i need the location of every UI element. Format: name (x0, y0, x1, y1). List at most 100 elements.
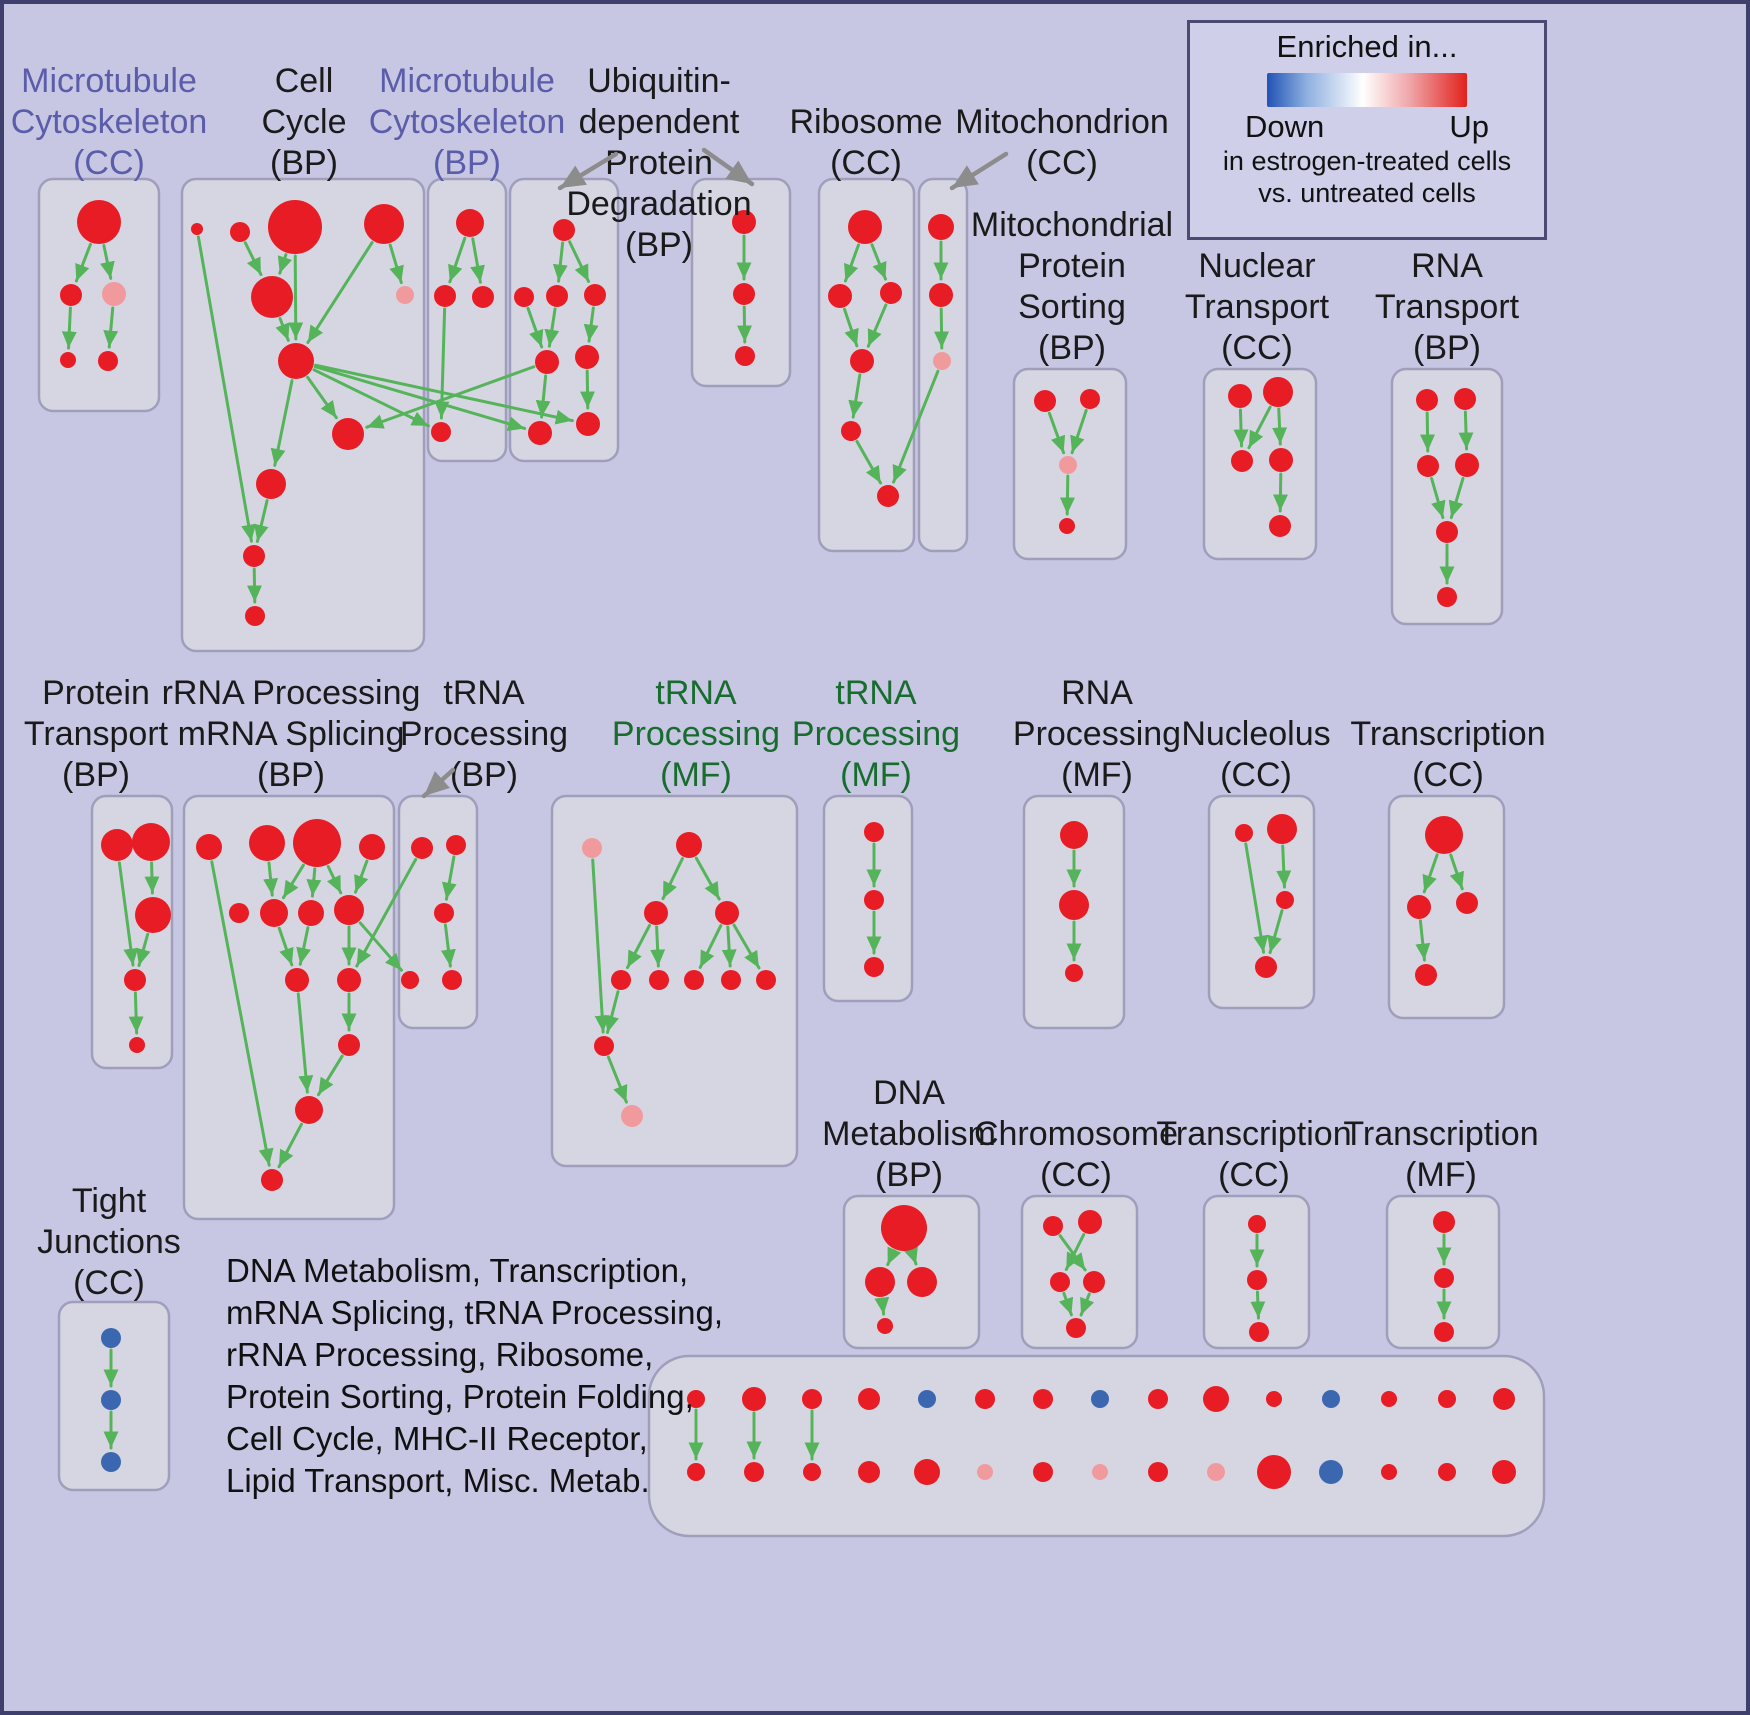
relation-arrow (1244, 842, 1269, 954)
go-term-node (1407, 895, 1431, 919)
relation-arrow (544, 307, 560, 348)
go-term-node (243, 545, 265, 567)
relation-arrow (855, 439, 883, 485)
relation-arrow (440, 923, 456, 968)
go-term-node (1255, 956, 1277, 978)
go-term-node (1059, 518, 1075, 534)
relation-arrow (61, 306, 77, 350)
go-term-node (101, 1390, 121, 1410)
go-term-node (285, 968, 309, 992)
mitochondrion-cc-label: Mitochondrion(CC) (955, 103, 1169, 182)
relation-arrow (281, 863, 305, 900)
go-term-node (535, 350, 559, 374)
go-term-node (1436, 521, 1458, 543)
go-term-node (1059, 456, 1077, 474)
go-term-node (803, 1463, 821, 1481)
go-term-node (715, 901, 739, 925)
edges-layer (61, 234, 1474, 1461)
misc-line: Protein Sorting, Protein Folding, (226, 1378, 694, 1415)
go-term-node (411, 837, 433, 859)
relation-arrow (1079, 1292, 1095, 1317)
relation-arrow (1272, 407, 1288, 446)
go-term-node (732, 210, 756, 234)
nucleolus-cc-box (1207, 794, 1316, 1010)
go-term-node (1249, 1322, 1269, 1342)
go-term-node (1078, 1210, 1102, 1234)
misc-line: mRNA Splicing, tRNA Processing, (226, 1294, 724, 1331)
go-term-node (553, 219, 575, 241)
legend-subtitle-line1: in estrogen-treated cells (1222, 146, 1512, 176)
go-term-node (928, 214, 954, 240)
go-term-node (1454, 388, 1476, 410)
relation-arrow (313, 365, 527, 431)
go-term-node (1425, 816, 1463, 854)
relation-arrow (210, 860, 274, 1167)
relation-arrow (552, 241, 568, 283)
go-term-node (1263, 377, 1293, 407)
go-term-node (1437, 587, 1457, 607)
legend-box: Enriched in... Down Up in estrogen-treat… (1187, 20, 1547, 240)
go-term-node (684, 970, 704, 990)
relation-arrow (698, 924, 723, 969)
relation-arrow (243, 241, 263, 277)
go-term-node (828, 284, 852, 308)
relation-arrow (246, 567, 262, 604)
go-term-node (1148, 1389, 1168, 1409)
go-term-node (841, 421, 861, 441)
go-term-node (744, 1462, 764, 1482)
go-term-node (431, 422, 451, 442)
relation-arrow (253, 499, 269, 543)
go-term-node (1381, 1464, 1397, 1480)
go-term-node (975, 1389, 995, 1409)
go-term-node (576, 412, 600, 436)
go-term-node (914, 1459, 940, 1485)
go-term-node (1455, 453, 1479, 477)
relation-arrow (1420, 411, 1436, 453)
go-term-node (229, 903, 249, 923)
ribosome-cc-label: Ribosome(CC) (789, 103, 942, 182)
go-term-node (1492, 1460, 1516, 1484)
go-term-node (880, 282, 902, 304)
go-term-node (864, 890, 884, 910)
go-term-node (594, 1036, 614, 1056)
go-term-node (1381, 1391, 1397, 1407)
relation-arrow (583, 306, 599, 343)
go-term-node (1080, 389, 1100, 409)
go-term-node (196, 834, 222, 860)
go-term-node (1065, 964, 1083, 982)
relation-arrow (144, 861, 160, 895)
go-term-node (802, 1389, 822, 1409)
go-term-node (1228, 384, 1252, 408)
go-term-node (676, 832, 702, 858)
relation-arrow (650, 925, 666, 968)
go-term-node (1066, 1318, 1086, 1338)
go-term-node (877, 485, 899, 507)
relation-arrow (263, 861, 279, 897)
relation-arrow (100, 243, 115, 280)
relation-arrow (316, 1054, 344, 1097)
pointer-arrows-layer (421, 147, 1009, 799)
go-term-node (446, 835, 466, 855)
legend-gradient-bar (1267, 73, 1467, 107)
relation-arrow (1272, 472, 1288, 513)
relation-arrow (1047, 411, 1066, 455)
go-term-node (1207, 1463, 1225, 1481)
go-term-node (735, 346, 755, 366)
go-term-node (1433, 1211, 1455, 1233)
relation-arrow (470, 237, 485, 284)
go-term-node (864, 822, 884, 842)
go-term-node (293, 819, 341, 867)
go-term-node (77, 200, 121, 244)
go-term-node (260, 899, 288, 927)
go-term-node (644, 901, 668, 925)
relation-arrow (903, 1245, 918, 1266)
